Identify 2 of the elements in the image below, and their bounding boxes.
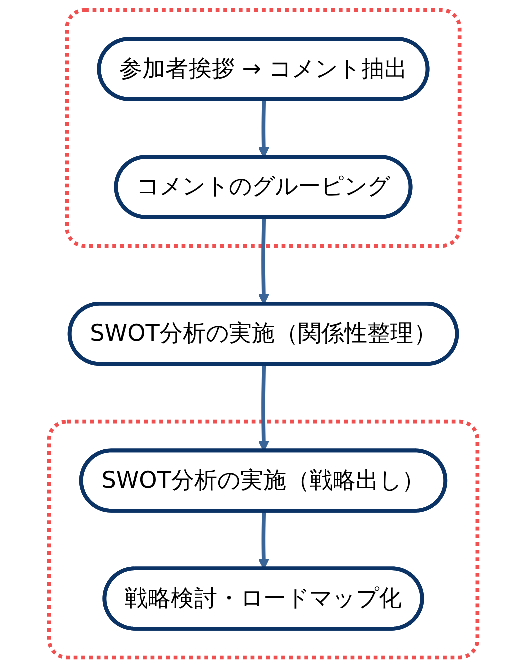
cluster — [47, 420, 480, 660]
cluster — [65, 8, 462, 248]
